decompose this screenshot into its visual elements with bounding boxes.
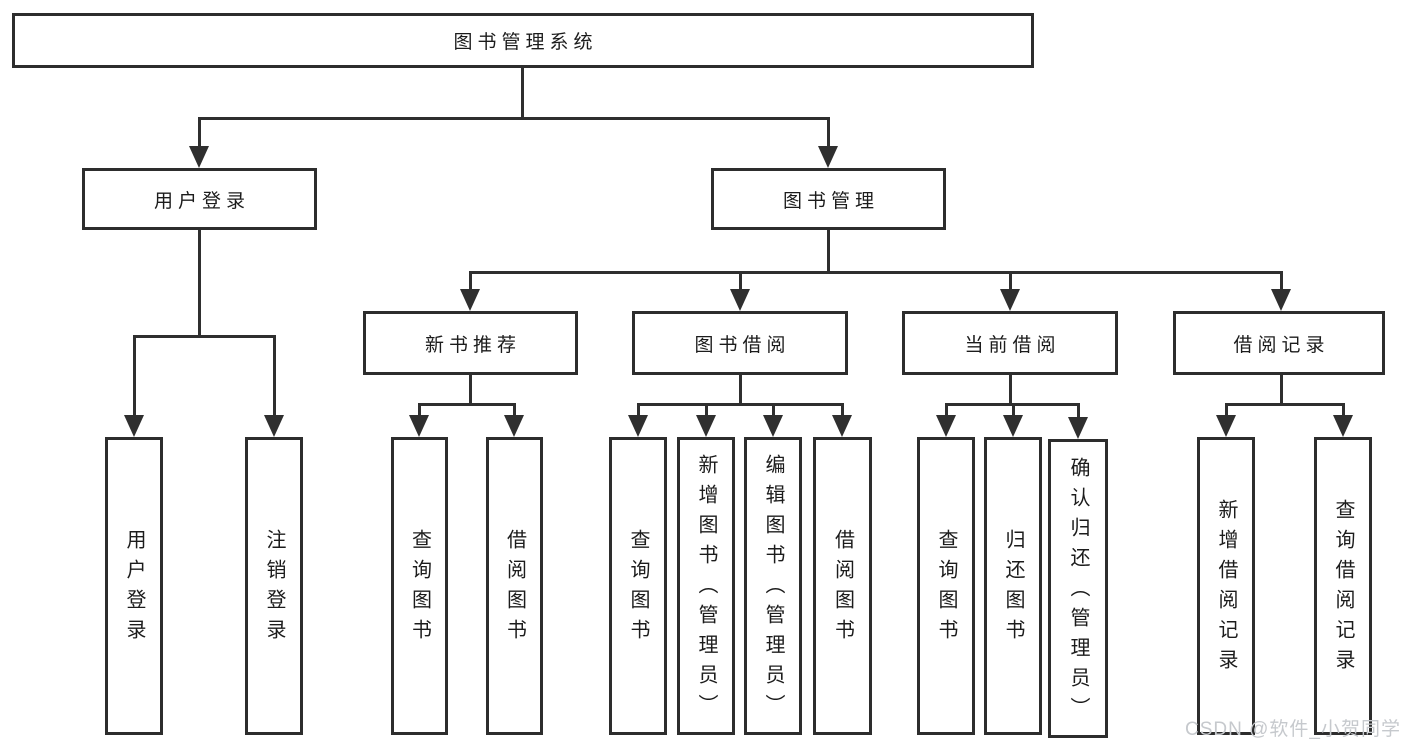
connector-line — [1225, 403, 1343, 406]
connector-line — [513, 403, 516, 419]
leaf-add-borrow-record: 新增借阅记录 — [1197, 437, 1255, 735]
connector-line — [418, 403, 421, 419]
connector-line — [1225, 403, 1228, 419]
connector-line — [827, 230, 830, 274]
connector-line — [198, 117, 830, 120]
leaf-query-books-3: 查询图书 — [917, 437, 975, 735]
connector-line — [133, 335, 275, 338]
arrowhead-down-icon — [763, 415, 783, 437]
connector-line — [521, 68, 524, 118]
connector-line — [1009, 375, 1012, 405]
leaf-logout: 注销登录 — [245, 437, 303, 735]
arrowhead-down-icon — [818, 146, 838, 168]
arrowhead-down-icon — [124, 415, 144, 437]
node-user-login: 用户登录 — [82, 168, 317, 230]
connector-line — [1280, 271, 1283, 292]
connector-line — [198, 230, 201, 338]
arrowhead-down-icon — [1068, 417, 1088, 439]
connector-line — [637, 403, 843, 406]
node-book-management: 图书管理 — [711, 168, 946, 230]
node-current-borrow: 当前借阅 — [902, 311, 1118, 375]
connector-line — [469, 271, 472, 292]
leaf-query-books-2: 查询图书 — [609, 437, 667, 735]
connector-line — [273, 335, 276, 419]
leaf-borrow-books-1: 借阅图书 — [486, 437, 543, 735]
connector-line — [739, 271, 742, 292]
arrowhead-down-icon — [189, 146, 209, 168]
connector-line — [1280, 375, 1283, 405]
node-borrow-records: 借阅记录 — [1173, 311, 1385, 375]
arrowhead-down-icon — [1271, 289, 1291, 311]
leaf-edit-book-admin: 编辑图书（管理员） — [744, 437, 802, 735]
arrowhead-down-icon — [1333, 415, 1353, 437]
connector-line — [469, 375, 472, 405]
connector-line — [418, 403, 516, 406]
arrowhead-down-icon — [1216, 415, 1236, 437]
arrowhead-down-icon — [832, 415, 852, 437]
arrowhead-down-icon — [409, 415, 429, 437]
connector-line — [469, 271, 1283, 274]
arrowhead-down-icon — [460, 289, 480, 311]
csdn-watermark: CSDN @软件_小贺同学 — [1185, 719, 1401, 740]
arrowhead-down-icon — [628, 415, 648, 437]
arrowhead-down-icon — [936, 415, 956, 437]
connector-line — [827, 117, 830, 149]
arrowhead-down-icon — [730, 289, 750, 311]
connector-line — [841, 403, 844, 419]
connector-line — [739, 375, 742, 405]
connector-line — [1077, 403, 1080, 419]
arrowhead-down-icon — [1003, 415, 1023, 437]
node-book-borrow: 图书借阅 — [632, 311, 848, 375]
leaf-return-book: 归还图书 — [984, 437, 1042, 735]
connector-line — [1342, 403, 1345, 419]
connector-line — [133, 335, 136, 419]
connector-line — [705, 403, 708, 419]
node-root: 图书管理系统 — [12, 13, 1034, 68]
leaf-borrow-books-2: 借阅图书 — [813, 437, 872, 735]
leaf-query-borrow-record: 查询借阅记录 — [1314, 437, 1372, 735]
connector-line — [772, 403, 775, 419]
leaf-query-books-1: 查询图书 — [391, 437, 448, 735]
connector-line — [637, 403, 640, 419]
arrowhead-down-icon — [264, 415, 284, 437]
connector-line — [1012, 403, 1015, 419]
arrowhead-down-icon — [696, 415, 716, 437]
leaf-user-login: 用户登录 — [105, 437, 163, 735]
leaf-add-book-admin: 新增图书（管理员） — [677, 437, 735, 735]
connector-line — [198, 117, 201, 149]
node-new-book-recommend: 新书推荐 — [363, 311, 578, 375]
arrowhead-down-icon — [504, 415, 524, 437]
connector-line — [1009, 271, 1012, 292]
connector-line — [945, 403, 948, 419]
leaf-confirm-return-admin: 确认归还（管理员） — [1048, 439, 1108, 738]
arrowhead-down-icon — [1000, 289, 1020, 311]
